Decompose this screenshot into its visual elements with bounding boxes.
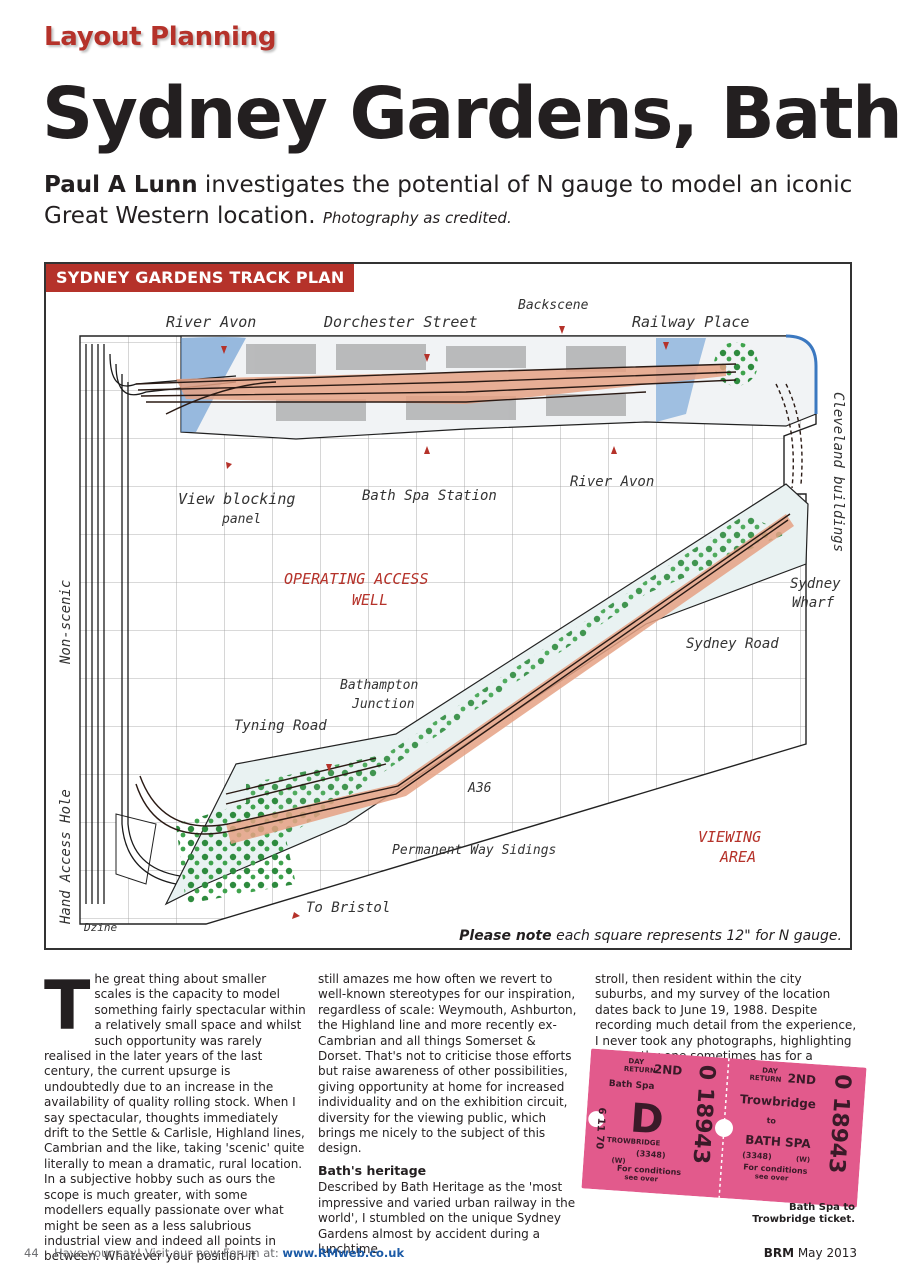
label-operating-2: WELL bbox=[352, 591, 388, 609]
non-scenic-tracks bbox=[85, 344, 237, 904]
label-cleveland-buildings: Cleveland buildings bbox=[830, 392, 846, 552]
ticket-right-to: to bbox=[766, 1116, 776, 1126]
magazine-issue: BRM May 2013 bbox=[764, 1246, 857, 1260]
label-permanent-way: Permanent Way Sidings bbox=[392, 843, 556, 858]
label-bathampton-2: Junction bbox=[351, 697, 415, 712]
railway-ticket-image: DAY RETURN 2ND Bath Spa D 6 11 70 TROWBR… bbox=[581, 1048, 867, 1208]
ticket-left-from: Bath Spa bbox=[608, 1079, 654, 1092]
standfirst: Paul A Lunn investigates the potential o… bbox=[44, 170, 864, 234]
label-viewing-1: VIEWING bbox=[698, 828, 761, 846]
footer-message: Have your say! Visit our new Forum at: w… bbox=[54, 1246, 404, 1260]
note-bold: Please note bbox=[459, 928, 552, 944]
caption-line-1: Bath Spa to bbox=[789, 1202, 855, 1213]
standfirst-text: investigates the potential of N gauge to… bbox=[44, 172, 853, 229]
forum-link[interactable]: www.RMweb.co.uk bbox=[282, 1246, 405, 1260]
ticket-left-code: (3348) bbox=[636, 1149, 666, 1160]
label-wharf: Wharf bbox=[792, 595, 835, 611]
ticket-right-w: (W) bbox=[796, 1155, 811, 1164]
label-bath-spa-station: Bath Spa Station bbox=[362, 488, 497, 504]
label-dorchester-street: Dorchester Street bbox=[323, 313, 478, 331]
label-to-bristol: To Bristol bbox=[306, 900, 390, 916]
section-heading: Bath's heritage bbox=[318, 1162, 427, 1178]
label-operating-1: OPERATING ACCESS bbox=[284, 570, 429, 588]
page-title: Sydney Gardens, Bath bbox=[42, 72, 903, 155]
caption-line-2: Trowbridge ticket. bbox=[752, 1214, 855, 1225]
footer-message-text: Have your say! Visit our new Forum at: bbox=[54, 1246, 283, 1260]
ticket-right-cond-2: see over bbox=[754, 1172, 789, 1182]
label-bathampton-1: Bathampton bbox=[340, 678, 418, 693]
garden-trees bbox=[246, 514, 786, 864]
page-footer: 44 Have your say! Visit our new Forum at… bbox=[24, 1246, 857, 1264]
label-dzine: Dzine bbox=[83, 921, 117, 934]
label-tyning-road: Tyning Road bbox=[234, 718, 327, 734]
ticket-left-w: (W) bbox=[611, 1156, 626, 1165]
track-plan-note: Please note each square represents 12" f… bbox=[459, 928, 842, 944]
ticket-left-cond-1: For conditions bbox=[617, 1164, 682, 1177]
track-plan-tab: SYDNEY GARDENS TRACK PLAN bbox=[46, 264, 355, 292]
ticket-caption: Bath Spa to Trowbridge ticket. bbox=[735, 1202, 855, 1226]
main-lines bbox=[135, 363, 803, 835]
article-column-1: T he great thing about smaller scales is… bbox=[44, 972, 306, 1265]
label-sydney-road: Sydney Road bbox=[686, 636, 779, 652]
column-2-paragraph-2: Described by Bath Heritage as the 'most … bbox=[318, 1180, 576, 1256]
label-view-blocking: View blocking bbox=[178, 490, 295, 508]
label-river-avon-mid: River Avon bbox=[570, 474, 654, 490]
section-kicker: Layout Planning bbox=[44, 22, 277, 52]
label-non-scenic: Non-scenic bbox=[58, 580, 74, 665]
label-railway-place: Railway Place bbox=[632, 313, 749, 331]
ticket-left-day: DAY bbox=[628, 1057, 645, 1066]
ticket-left-dest: TROWBRIDGE bbox=[607, 1136, 661, 1148]
ticket-right-code: (3348) bbox=[742, 1150, 772, 1161]
ticket-left-letter: D bbox=[629, 1096, 665, 1144]
pointer-arrows bbox=[221, 326, 669, 919]
column-1-paragraph: he great thing about smaller scales is t… bbox=[44, 972, 306, 1264]
label-backscene: Backscene bbox=[518, 298, 589, 313]
ticket-left-cond-2: see over bbox=[624, 1173, 659, 1183]
ticket-right-cond-1: For conditions bbox=[743, 1162, 808, 1175]
note-rest: each square represents 12" for N gauge. bbox=[551, 928, 842, 944]
drop-cap: T bbox=[44, 967, 91, 1046]
column-2-paragraph-1: still amazes me how often we revert to w… bbox=[318, 972, 577, 1156]
ticket-left-date: 6 11 70 bbox=[593, 1107, 607, 1149]
label-river-avon-top: River Avon bbox=[166, 313, 256, 331]
column-3-paragraph: stroll, then resident within the city su… bbox=[595, 972, 857, 1064]
label-a36: A36 bbox=[467, 781, 492, 796]
ticket-right-dest: BATH SPA bbox=[745, 1133, 812, 1152]
label-hand-access-hole: Hand Access Hole bbox=[58, 789, 74, 925]
article-column-3: stroll, then resident within the city su… bbox=[595, 972, 857, 1064]
track-plan-drawing: River Avon Dorchester Street Backscene R… bbox=[58, 298, 846, 934]
label-sydney: Sydney bbox=[790, 576, 841, 592]
ticket-left-return: RETURN bbox=[624, 1065, 657, 1075]
issue-date: May 2013 bbox=[794, 1246, 857, 1260]
article-column-2: still amazes me how often we revert to w… bbox=[318, 972, 580, 1257]
ticket-right-return: RETURN bbox=[749, 1074, 782, 1084]
magazine-name: BRM bbox=[763, 1246, 795, 1260]
author-name: Paul A Lunn bbox=[44, 172, 198, 198]
track-plan-panel: River Avon Dorchester Street Backscene R… bbox=[44, 262, 852, 950]
ticket-left-class: 2ND bbox=[653, 1062, 682, 1078]
diagonal-track-bed bbox=[226, 514, 794, 844]
ticket-right-day: DAY bbox=[762, 1067, 779, 1076]
page-number: 44 bbox=[24, 1246, 39, 1260]
label-panel: panel bbox=[221, 512, 261, 527]
ticket-right-from: Trowbridge bbox=[740, 1092, 817, 1111]
label-viewing-2: AREA bbox=[719, 848, 756, 866]
ticket-right-class: 2ND bbox=[787, 1071, 816, 1087]
photo-credit: Photography as credited. bbox=[322, 209, 512, 227]
